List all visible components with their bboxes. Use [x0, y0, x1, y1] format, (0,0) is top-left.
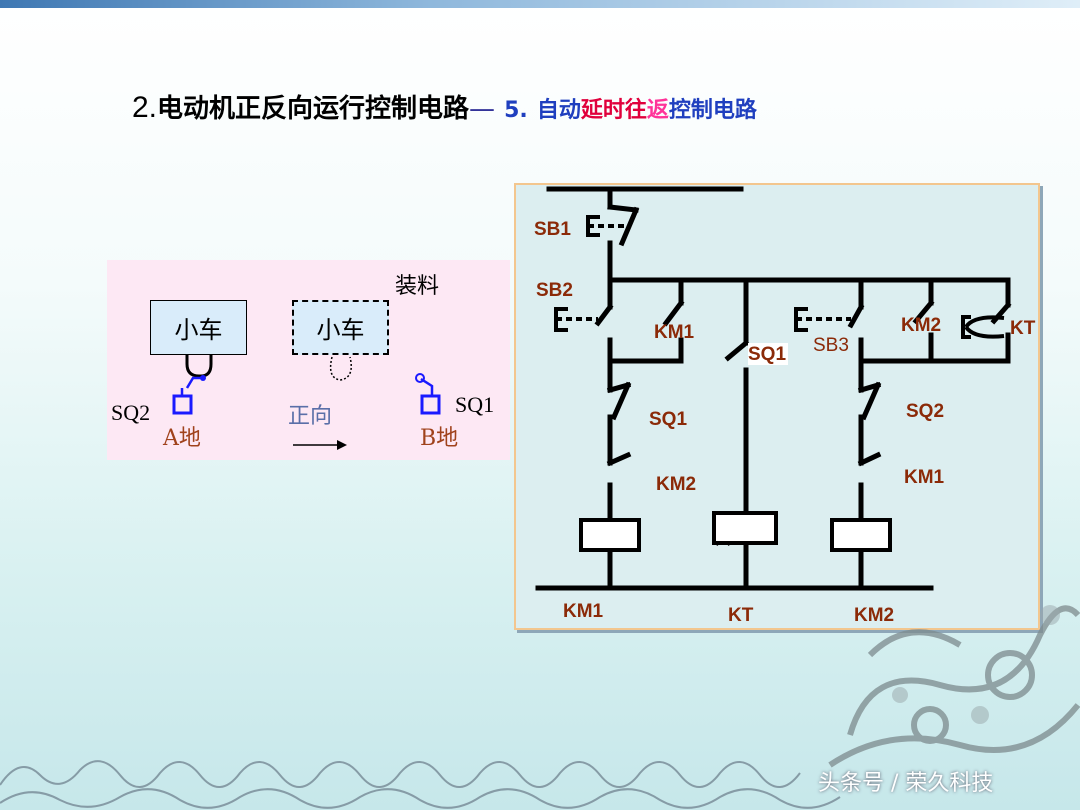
- cart-at-a: 小车: [150, 300, 247, 355]
- sb3-contact: [847, 303, 865, 329]
- sq2-label: SQ2: [906, 401, 944, 422]
- sq1-lever-icon: [420, 377, 434, 396]
- sb2-contact: [594, 303, 614, 327]
- kt-coil-label: KT: [728, 605, 754, 626]
- sq2-label: SQ2: [111, 400, 151, 425]
- title-number: 2.: [132, 91, 158, 124]
- sb1-contact: [607, 204, 639, 213]
- title-sub-3: 往: [624, 98, 647, 123]
- km1-contact-label: KM1: [654, 322, 695, 343]
- slide-title: 2.电动机正反向运行控制电路— 5. 自动延时往返控制电路: [132, 88, 757, 128]
- title-main: 电动机正反向运行控制电路: [157, 94, 470, 124]
- title-sub-2: 延时: [580, 98, 625, 123]
- km1-coil-label: KM1: [563, 601, 604, 622]
- sb3-label: SB3: [813, 335, 849, 356]
- sq2-roller-icon: [200, 375, 206, 381]
- cart-scene: 装料 小车 小车 SQ2 SQ1 A地 B地 正向: [107, 260, 510, 460]
- km1-interlock-label: KM1: [904, 467, 945, 488]
- dragon-decoration: [828, 605, 1080, 768]
- km2-coil-label: KM2: [854, 605, 894, 626]
- loading-label: 装料: [395, 274, 440, 299]
- top-accent-bar: [0, 0, 1080, 8]
- sq1-switch-icon: [420, 394, 441, 415]
- km1-hold-contact: [662, 299, 685, 327]
- title-dash: —: [469, 94, 496, 124]
- sb2-label: SB2: [536, 280, 573, 301]
- watermark: 头条号 / 荣久科技: [818, 771, 994, 796]
- sb1-label: SB1: [534, 219, 571, 240]
- kt-contact-label: KT: [1010, 318, 1036, 339]
- sq1-mid-label: SQ1: [748, 344, 786, 365]
- cart-ghost: 小车: [292, 300, 389, 355]
- km2-interlock-contact: [606, 451, 632, 467]
- kt-timer-icon: [961, 315, 971, 339]
- scene-graphics: [172, 355, 441, 450]
- sq1-label: SQ1: [649, 409, 687, 430]
- sq2-lever-icon: [185, 376, 203, 389]
- km1-interlock-contact: [857, 451, 882, 467]
- circuit-panel: SB1 SB2 SB3 KM1 KM2 KT SQ1 SQ1 SQ2 KM2 K…: [514, 183, 1040, 630]
- wave-decoration: [0, 760, 841, 809]
- km2-contact-label: KM2: [901, 315, 941, 336]
- control-circuit-diagram: SB1 SB2 SB3 KM1 KM2 KT SQ1 SQ1 SQ2 KM2 K…: [534, 186, 1036, 626]
- title-sub-1: 自动: [536, 98, 581, 123]
- title-sub-5: 控制电路: [668, 98, 757, 123]
- cart-label: 小车: [174, 316, 223, 344]
- sq1-label: SQ1: [455, 392, 495, 417]
- place-a-label: A地: [163, 426, 201, 451]
- km2-interlock-label: KM2: [656, 474, 696, 495]
- cart-hook: [185, 355, 213, 378]
- km2-hold-contact: [912, 299, 935, 325]
- cart-label: 小车: [316, 316, 365, 344]
- kt-coil: [712, 511, 778, 545]
- place-b-label: B地: [420, 426, 459, 451]
- title-sub-4: 返: [646, 98, 669, 123]
- direction-label: 正向: [288, 404, 333, 429]
- sq1-no-contact: [724, 339, 750, 362]
- ghost-hook: [329, 356, 352, 381]
- sq1-roller-icon: [415, 373, 425, 383]
- km2-coil: [830, 518, 892, 552]
- km1-coil: [579, 518, 641, 552]
- sq2-switch-icon: [172, 394, 193, 415]
- title-sub-number: 5.: [504, 98, 528, 123]
